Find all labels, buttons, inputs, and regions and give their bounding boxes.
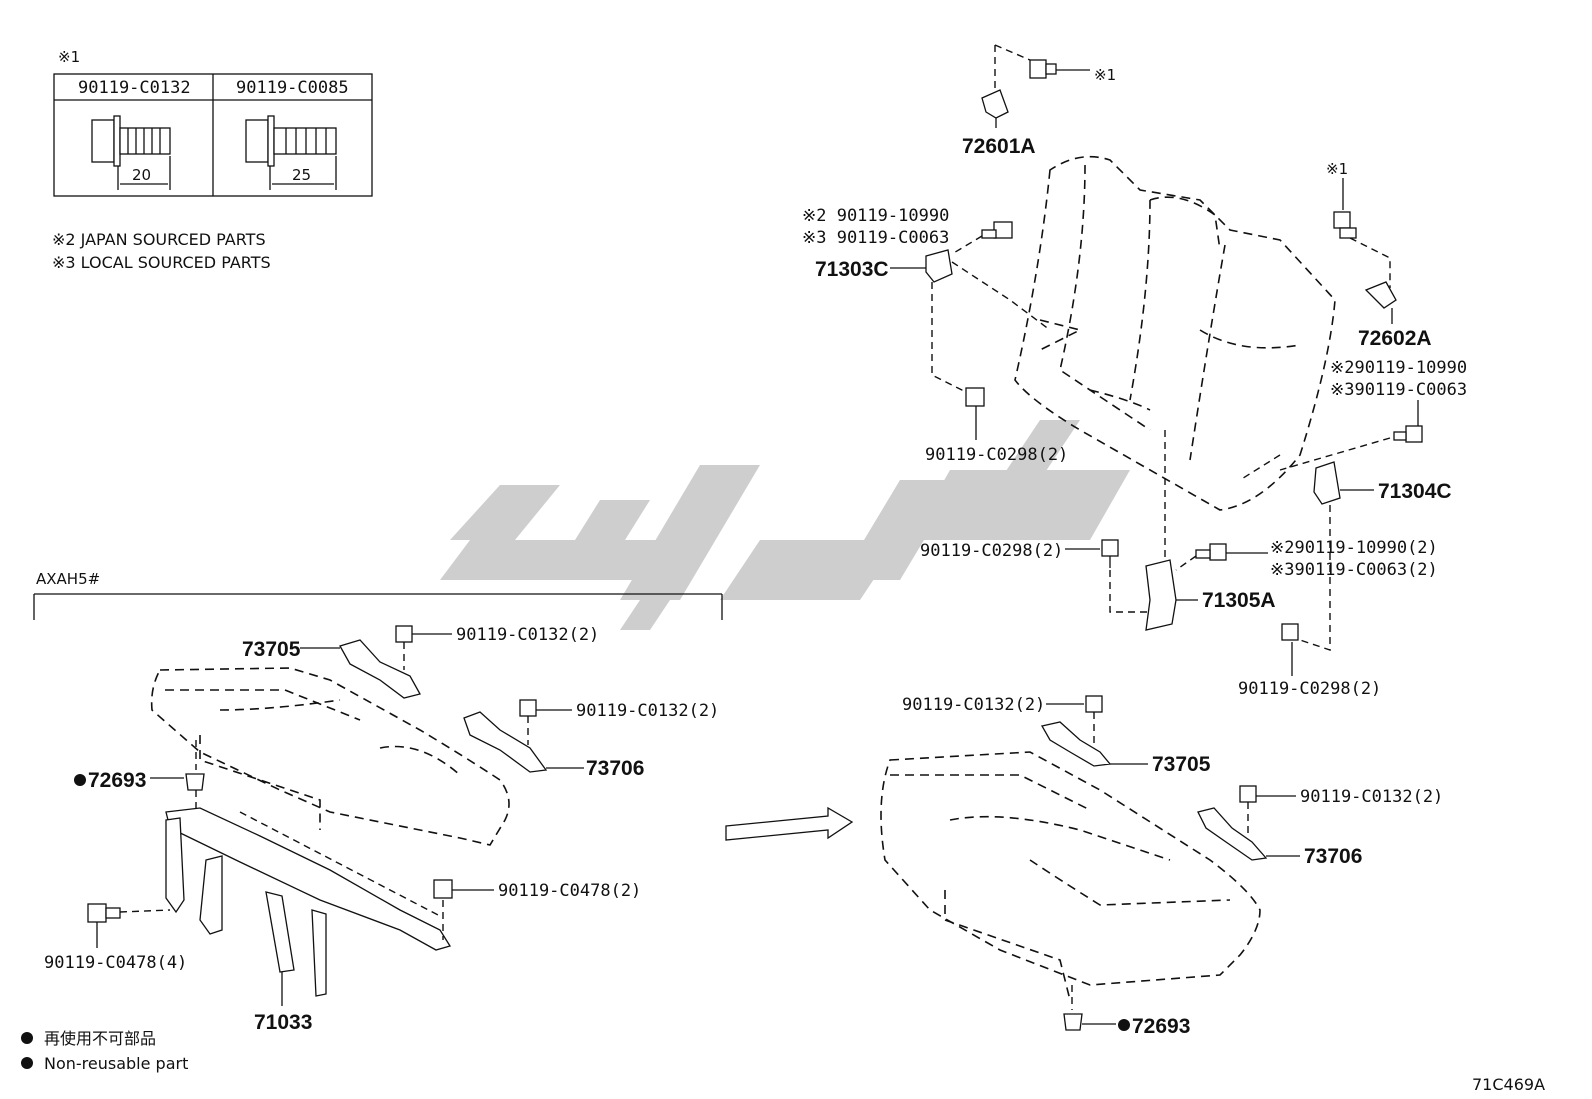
- diagram-code: 71C469A: [1472, 1075, 1545, 1094]
- seatback-outline: [1014, 155, 1336, 511]
- label-72601A: 72601A: [962, 135, 1036, 158]
- clip-72693-left-icon: [74, 740, 205, 791]
- label-72602A: 72602A: [1358, 327, 1432, 350]
- label-71303C-b3: ※3 90119-C0063: [802, 228, 949, 248]
- footer-jp: 再使用不可部品: [44, 1029, 156, 1048]
- bolt-icon: [245, 115, 337, 190]
- watermark-logo: [440, 420, 1130, 630]
- section-bracket: [33, 593, 723, 620]
- label-73705-right-bolt: 90119-C0132(2): [902, 695, 1045, 715]
- bolt-right-frame-icon: [433, 879, 494, 940]
- bolt-left-frame-icon: [87, 903, 171, 948]
- label-frame-bolt-left: 90119-C0478(4): [44, 953, 187, 973]
- note-local-sourced: ※3 LOCAL SOURCED PARTS: [52, 253, 271, 272]
- label-73706-left: 73706: [586, 757, 644, 780]
- label-71033: 71033: [254, 1011, 312, 1034]
- label-71303C-b2: ※2 90119-10990: [802, 206, 949, 226]
- bullet-icon: [21, 1032, 33, 1044]
- bolt-icon: [91, 115, 171, 190]
- hook-73705-left-icon: [300, 625, 452, 699]
- section-label: AXAH5#: [36, 570, 100, 588]
- bracket-72601A-icon: [981, 44, 1090, 128]
- label-71305A: 71305A: [1202, 589, 1276, 612]
- hook-73705-right-icon: [1040, 695, 1148, 767]
- label-71303C: 71303C: [815, 258, 889, 281]
- label-bolt-72602A: ※1: [1326, 160, 1348, 178]
- clip-72693-right-icon: [1063, 985, 1130, 1031]
- legend-col2-length: 25: [292, 166, 311, 184]
- label-bolt-72601A: ※1: [1094, 66, 1116, 84]
- label-71304C: 71304C: [1378, 480, 1452, 503]
- label-71305A-b3: ※390119-C0063(2): [1270, 560, 1438, 580]
- label-73705-right: 73705: [1152, 753, 1211, 776]
- footer-en: Non-reusable part: [44, 1054, 188, 1073]
- hook-73706-left-icon: [463, 699, 584, 773]
- label-72693-left: 72693: [88, 769, 146, 792]
- label-71304C-b3: ※390119-C0063: [1330, 380, 1467, 400]
- hinge-71304C-icon: [1239, 400, 1423, 651]
- hinge-71303C-icon: [890, 221, 1051, 440]
- legend-table: [53, 73, 373, 197]
- label-73706-left-bolt: 90119-C0132(2): [576, 701, 719, 721]
- legend-col1-part: 90119-C0132: [78, 78, 191, 98]
- label-71304C-b2: ※290119-10990: [1330, 358, 1467, 378]
- legend-col1-length: 20: [132, 166, 151, 184]
- frame-71033-icon: [165, 790, 452, 1006]
- bullet-icon: [21, 1057, 33, 1069]
- label-73706-right: 73706: [1304, 845, 1362, 868]
- label-71303C-low: 90119-C0298(2): [925, 445, 1068, 465]
- label-73705-left-bolt: 90119-C0132(2): [456, 625, 599, 645]
- seat-cushion-right-outline: [880, 751, 1261, 1001]
- label-frame-bolt-right: 90119-C0478(2): [498, 881, 641, 901]
- label-73705-left: 73705: [242, 638, 301, 661]
- label-71305A-left: 90119-C0298(2): [920, 541, 1063, 561]
- label-71305A-low: 90119-C0298(2): [1238, 679, 1381, 699]
- note-japan-sourced: ※2 JAPAN SOURCED PARTS: [52, 230, 266, 249]
- arrow-right-icon: [725, 806, 854, 841]
- label-71305A-b2: ※290119-10990(2): [1270, 538, 1438, 558]
- label-72693-right: 72693: [1132, 1015, 1190, 1038]
- bracket-72602A-icon: [1333, 178, 1397, 324]
- seat-cushion-left-outline: [150, 667, 510, 846]
- legend-mark: ※1: [58, 48, 80, 66]
- hinge-71305A-icon: [1065, 430, 1299, 676]
- hook-73706-right-icon: [1197, 785, 1300, 861]
- label-73706-right-bolt: 90119-C0132(2): [1300, 787, 1443, 807]
- legend-col2-part: 90119-C0085: [236, 78, 349, 98]
